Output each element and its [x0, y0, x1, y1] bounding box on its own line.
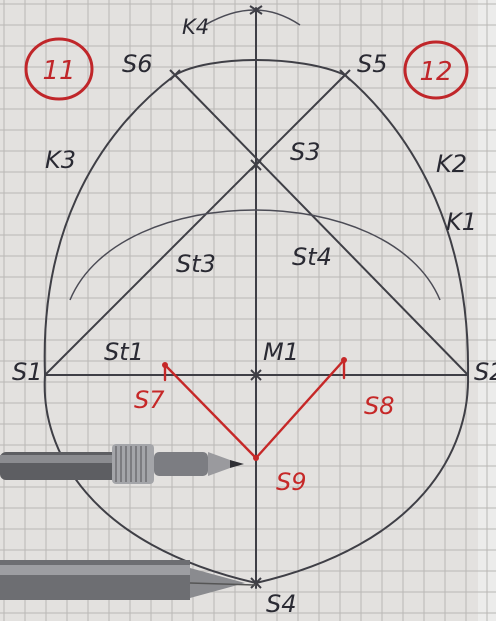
label-m1: M1: [263, 338, 299, 366]
label-s5: S5: [357, 50, 388, 78]
svg-text:12: 12: [419, 57, 452, 87]
point-markers: [169, 5, 351, 589]
label-s6: S6: [122, 50, 153, 78]
compass-arm-upper: [0, 444, 244, 484]
page-number-right: 12: [403, 40, 469, 100]
egg-outline-k3-k4-k1: [43, 59, 470, 376]
label-st1: St1: [104, 338, 144, 366]
line-st4: [174, 74, 469, 376]
label-s9: S9: [276, 468, 307, 496]
label-k3: K3: [45, 146, 76, 174]
label-s2: S2: [474, 358, 496, 386]
label-s1: S1: [12, 358, 43, 386]
circle-k2-inner: [69, 209, 441, 301]
label-k4: K4: [182, 15, 209, 39]
label-st3: St3: [176, 250, 216, 278]
line-st3: [44, 74, 346, 376]
label-k2: K2: [436, 150, 467, 178]
label-s7: S7: [134, 386, 165, 414]
label-st4: St4: [292, 243, 332, 271]
label-s3: S3: [290, 138, 321, 166]
page-number-left: 11: [24, 37, 94, 101]
compass-arm-lower: [0, 560, 257, 600]
label-s8: S8: [364, 392, 395, 420]
label-s4: S4: [266, 590, 297, 618]
svg-text:11: 11: [42, 56, 75, 86]
label-k1: K1: [446, 208, 477, 236]
red-construction: [162, 357, 347, 461]
